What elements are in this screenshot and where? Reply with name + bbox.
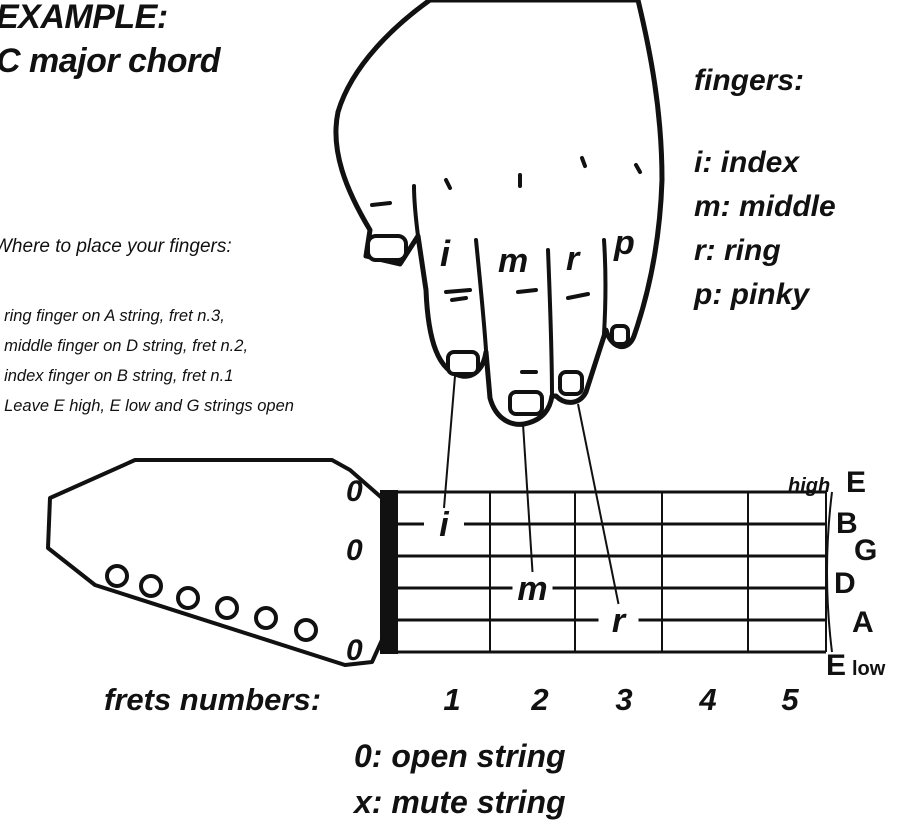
title-line-2: C major chord [0, 42, 220, 80]
string-name: E [826, 649, 846, 682]
fret-number-2: 2 [531, 682, 549, 717]
open-string-mark: 0 [346, 534, 363, 567]
tuning-peg [254, 606, 278, 630]
finger-gap-3 [602, 238, 608, 336]
headstock-outline [46, 458, 384, 667]
middle-nail [508, 390, 544, 416]
note-label-bg [598, 606, 639, 634]
fingers-legend-heading: fingers: [694, 64, 805, 97]
instruction-line-2: - middle finger on D string, fret n.2, [0, 337, 249, 355]
tuning-peg [105, 564, 129, 588]
instruction-line-1: - ring finger on A string, fret n.3, [0, 307, 225, 325]
hand-label-pinky: p [613, 224, 635, 262]
mute-string-legend: x: mute string [354, 784, 566, 820]
low-label: low [852, 658, 886, 680]
fret-number-3: 3 [615, 682, 633, 717]
string-bracket [826, 491, 833, 653]
note-finger-label: m [517, 570, 547, 608]
string-name: B [836, 507, 858, 540]
fret-number-4: 4 [699, 682, 717, 717]
string-name: G [854, 534, 877, 567]
tuning-peg [139, 574, 163, 598]
legend-item-ring: r: ring [694, 234, 781, 267]
hand-label-ring: r [566, 240, 581, 278]
thumb-line [412, 184, 420, 238]
thumb-nail [366, 234, 408, 262]
string-name: E [846, 466, 866, 499]
tuning-peg [215, 596, 239, 620]
pinky-nail [610, 324, 630, 346]
title-line-1: EXAMPLE: [0, 0, 168, 36]
knuckle-marks [370, 156, 642, 374]
finger-gap-1 [474, 238, 488, 352]
legend-item-pinky: p: pinky [694, 278, 810, 311]
note-finger-label: i [439, 506, 450, 544]
hand-label-index: i [440, 233, 451, 274]
finger-pointer-line [522, 423, 534, 573]
fret-number-5: 5 [781, 682, 799, 717]
open-string-mark: 0 [346, 475, 363, 508]
headstock [46, 458, 384, 667]
finger-pointer-line [577, 403, 620, 605]
index-nail [446, 350, 480, 376]
fret-number-1: 1 [443, 682, 461, 717]
open-string-legend: 0: open string [354, 738, 566, 774]
fret-numbers-label: frets numbers: [104, 682, 322, 717]
note-label-bg [424, 510, 464, 538]
hand-outline [333, 0, 665, 427]
instruction-line-3: - index finger on B string, fret n.1 [0, 367, 234, 385]
string-name: D [834, 567, 856, 600]
finger-pointer-line [443, 375, 456, 509]
string-name: A [852, 606, 874, 639]
hand-label-middle: m [498, 242, 528, 280]
note-finger-label: r [612, 602, 627, 640]
open-string-mark: 0 [346, 634, 363, 667]
tuning-peg [176, 586, 200, 610]
legend-item-middle: m: middle [694, 190, 836, 223]
hand-illustration [333, 0, 665, 427]
instruction-line-4: - Leave E high, E low and G strings open [0, 397, 294, 415]
tuning-peg [294, 618, 318, 642]
high-label: high [788, 475, 830, 497]
ring-nail [558, 370, 584, 396]
nut [380, 490, 398, 654]
legend-item-index: i: index [694, 146, 800, 179]
note-label-bg [512, 574, 553, 602]
instructions-heading: Where to place your fingers: [0, 236, 232, 257]
finger-gap-2 [546, 248, 554, 398]
